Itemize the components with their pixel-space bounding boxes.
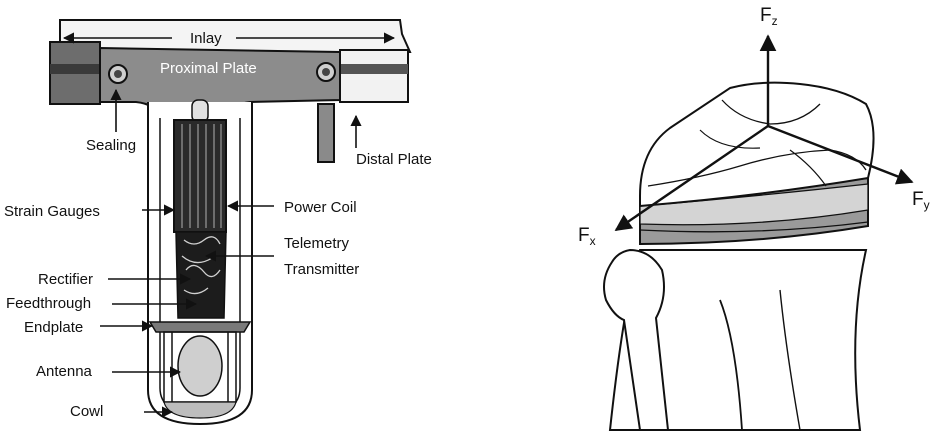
axis-y-line [767, 124, 914, 185]
axis-label-y: Fy [912, 189, 930, 212]
sealing-band-left [50, 64, 110, 74]
label-cowl: Cowl [70, 403, 104, 420]
axis-label-x: Fx [578, 225, 596, 248]
label-sealing: Sealing [86, 137, 137, 154]
distal-plate-peg [317, 103, 335, 163]
label-proximal-plate: Proximal Plate [160, 60, 257, 77]
tibial-insert [639, 81, 875, 208]
knee-drawing [603, 34, 914, 431]
sealing-band-right [340, 64, 408, 74]
label-endplate: Endplate [24, 319, 84, 336]
electronics [175, 231, 227, 319]
label-antenna: Antenna [36, 363, 92, 380]
label-strain-gauges: Strain Gauges [4, 203, 100, 220]
implant-drawing [49, 19, 412, 426]
label-power-coil: Power Coil [284, 199, 357, 216]
axis-x-line [614, 125, 769, 231]
distal-plate-block [339, 49, 409, 103]
endplate-shape [148, 321, 252, 333]
label-distal-plate: Distal Plate [356, 151, 432, 168]
label-inlay: Inlay [190, 30, 222, 47]
fibula [603, 248, 670, 431]
power-coil-cylinder [173, 119, 227, 233]
antenna-shape [177, 335, 223, 397]
label-telemetry: Telemetry [284, 235, 350, 252]
label-rectifier: Rectifier [38, 271, 94, 288]
axis-label-z: Fz [760, 5, 778, 28]
label-feedthrough: Feedthrough [6, 295, 92, 312]
label-transmitter: Transmitter [284, 261, 360, 278]
inlay-shape [59, 19, 412, 53]
